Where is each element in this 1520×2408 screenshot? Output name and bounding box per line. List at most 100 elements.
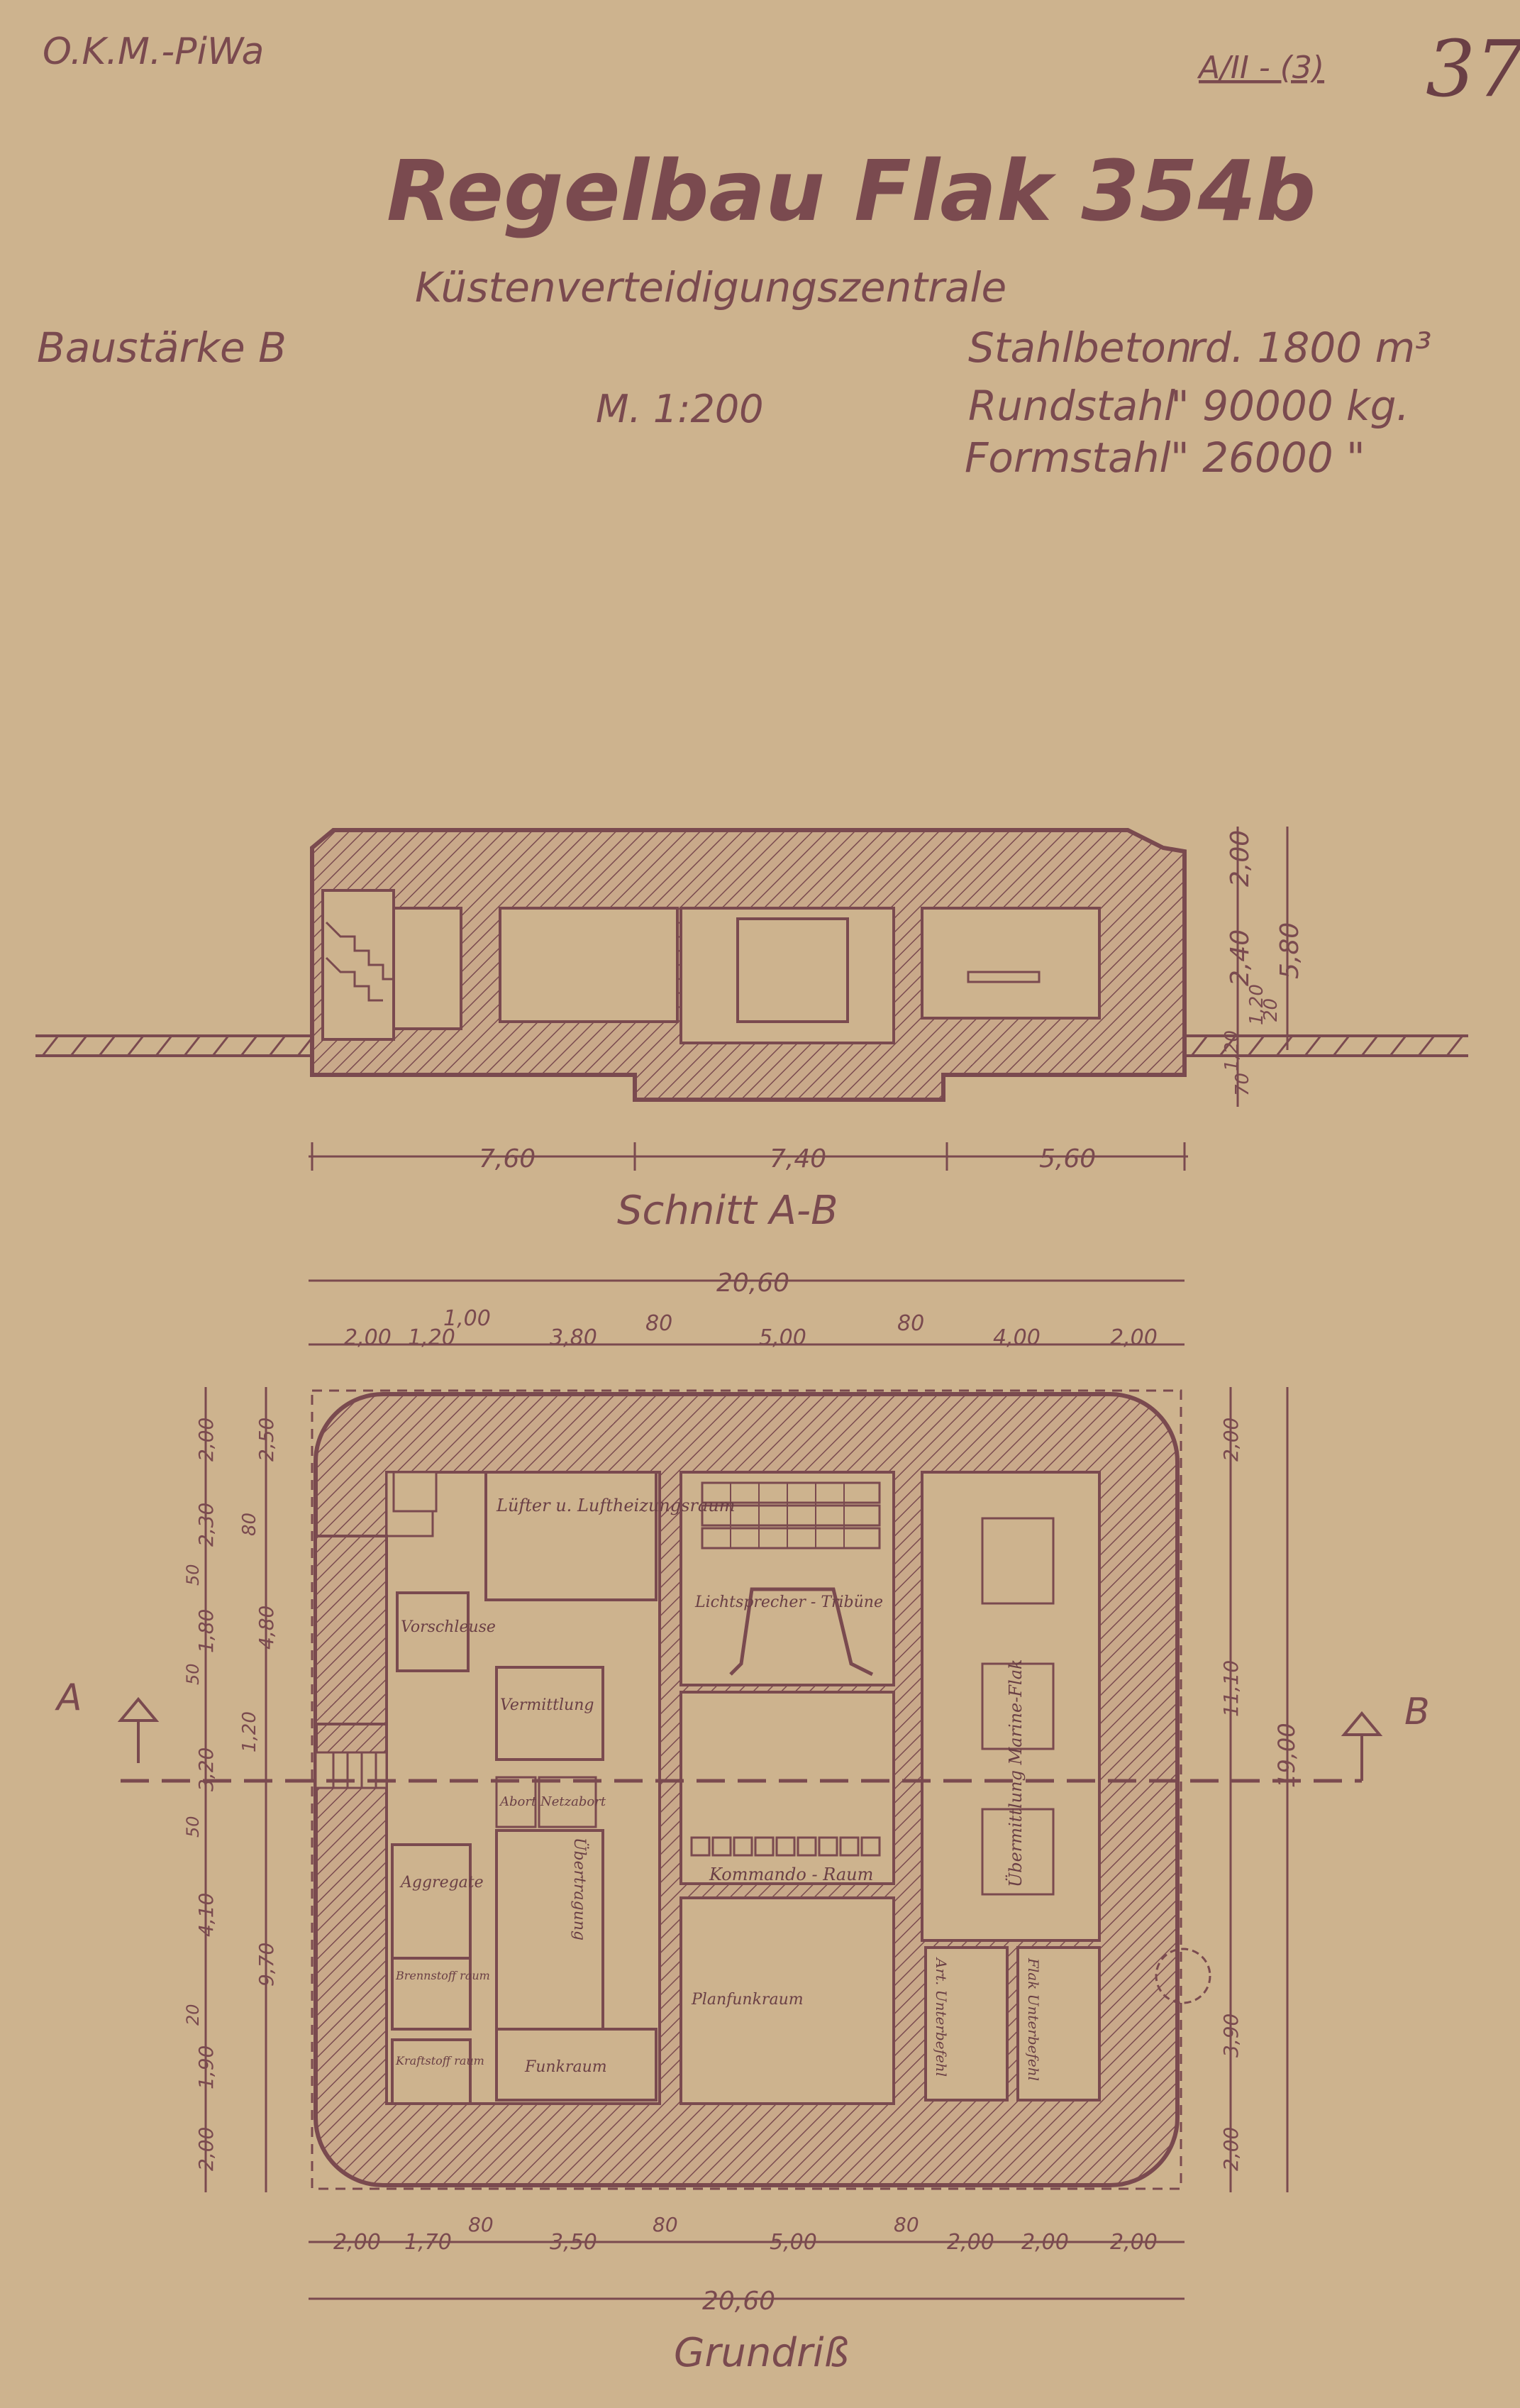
ground-line-left (35, 1034, 319, 1057)
section-dim-bottom: 5,60 (1039, 1144, 1096, 1173)
plan-left-dim: 1,80 (194, 1609, 218, 1653)
plan-top-dim: 4,00 (993, 1325, 1041, 1350)
plan-table (981, 1517, 1055, 1605)
sheet-reference: A/II - (3) (1197, 50, 1324, 86)
construction-strength: Baustärke B (37, 324, 287, 372)
plan-wall-block (314, 1535, 388, 1725)
plan-left-dim: 50 (183, 1564, 203, 1586)
plan-room-toilet (495, 1776, 537, 1828)
plan-right-dim: 19,00 (1273, 1723, 1300, 1788)
plan-bottom-dim: 80 (894, 2213, 919, 2236)
plan-bottom-dim: 2,00 (947, 2230, 994, 2255)
room-label: Planfunkraum (691, 1991, 804, 2009)
plan-room-transmission (495, 1829, 604, 2031)
section-total-height: 5,80 (1275, 922, 1304, 979)
section-drawing: 2,00 2,40 1,20 20 1,20 70 5,80 7,60 7,40… (35, 827, 1468, 1234)
room-label: Übermittlung Marine-Flak (1005, 1659, 1026, 1887)
plan-shaft (392, 1471, 438, 1513)
plan-bottom-total: 20,60 (702, 2287, 775, 2316)
section-mark-a: A (55, 1677, 82, 1719)
plan-room-fuel2 (391, 2038, 472, 2105)
room-label: Aggregate (399, 1874, 484, 1891)
office-code: O.K.M.-PiWa (43, 31, 264, 73)
section-dim-right: 20 (1260, 998, 1282, 1022)
room-label: Kraftstoff raum (395, 2054, 484, 2067)
plan-bottom-dim: 5,00 (770, 2230, 817, 2255)
plan-top-dim: 1,20 (408, 1325, 455, 1350)
section-table (967, 971, 1041, 983)
plan-room-marine-flak (921, 1471, 1101, 1942)
sheet-number: 37 (1426, 23, 1520, 114)
plan-left-dim: 50 (183, 1663, 203, 1685)
room-label: Funkraum (524, 2058, 607, 2076)
plan-right-dim: 11,10 (1219, 1660, 1243, 1717)
room-labels: Lüfter u. Luftheizungsraum Vorschleuse V… (395, 1496, 1042, 2081)
section-arrow-b (1341, 1711, 1383, 1736)
plan-room-fan (484, 1471, 658, 1601)
plan-table (981, 1808, 1055, 1896)
room-label: Abort (499, 1794, 537, 1809)
drawing-scale: M. 1:200 (596, 387, 764, 431)
room-label: Übertragung (570, 1838, 589, 1940)
plan-tribune-seats (701, 1481, 881, 1550)
plan-room-switchboard (495, 1666, 604, 1761)
plan-top-dim: 2,00 (344, 1325, 392, 1350)
plan-room-fuel (391, 1957, 472, 2031)
quantity-label: Formstahl (965, 433, 1171, 482)
plan-top-dim: 5,00 (759, 1325, 806, 1350)
room-label: Netzabort (540, 1794, 606, 1809)
room-label: Brennstoff raum (395, 1969, 490, 1982)
section-lock (392, 907, 462, 1030)
plan-command-desks (690, 1836, 881, 1857)
drawing-subtitle: Küstenverteidigungszentrale (415, 263, 1006, 311)
plan-bottom-dim: 2,00 (333, 2230, 381, 2255)
plan-right-dim: 2,00 (1219, 1418, 1243, 1462)
plan-room-toilet2 (538, 1776, 597, 1828)
section-dim-bottom: 7,60 (479, 1144, 536, 1173)
material-quantities: Stahlbeton rd. 1800 m³ Rundstahl " 90000… (965, 324, 1431, 482)
plan-left-dim: 4,80 (255, 1606, 278, 1650)
section-mark-b: B (1404, 1691, 1430, 1733)
quantity-label: Stahlbeton (968, 324, 1192, 372)
plan-left-dim: 50 (183, 1816, 203, 1838)
plan-top-dim: 1,00 (443, 1306, 491, 1331)
section-dim-right: 2,00 (1226, 830, 1255, 887)
room-label: Lüfter u. Luftheizungsraum (496, 1496, 735, 1515)
plan-left-dim: 2,00 (194, 2127, 218, 2171)
plan-room-aggregates (391, 1843, 472, 1960)
room-label: Flak Unterbefehl (1025, 1957, 1042, 2081)
plan-left-dim: 3,20 (194, 1747, 218, 1791)
plan-top-dim: 2,00 (1110, 1325, 1158, 1350)
quantity-value: " 26000 " (1170, 433, 1365, 482)
plan-bottom-dim: 3,50 (550, 2230, 597, 2255)
plan-bottom-dim: 80 (468, 2213, 494, 2236)
plan-top-total: 20,60 (716, 1269, 789, 1298)
plan-left-dim: 9,70 (255, 1943, 278, 1987)
section-room (499, 907, 679, 1023)
plan-top-dim: 80 (897, 1311, 924, 1336)
quantity-label: Rundstahl (968, 382, 1175, 430)
section-dim-bottom: 7,40 (770, 1144, 826, 1173)
room-label: Vorschleuse (401, 1618, 496, 1636)
plan-top-dim: 3,80 (550, 1325, 597, 1350)
plan-left-dim: 4,10 (194, 1893, 218, 1937)
plan-left-dim: 20 (183, 2004, 203, 2026)
plan-left-dim: 2,50 (255, 1418, 278, 1462)
plan-left-dim: 1,20 (239, 1711, 260, 1752)
plan-periscope (1155, 1948, 1211, 2004)
plan-bottom-dim: 80 (653, 2213, 678, 2236)
plan-bottom-dim: 2,00 (1021, 2230, 1069, 2255)
room-label: Vermittlung (500, 1696, 594, 1714)
drawing-title: Regelbau Flak 354b (387, 142, 1316, 240)
plan-left-dim: 2,00 (194, 1418, 218, 1462)
plan-left-dim: 2,30 (194, 1503, 218, 1547)
section-dim-right: 1,20 (1246, 984, 1267, 1025)
plan-right-dim: 2,00 (1219, 2127, 1243, 2171)
plan-left-dim: 1,90 (194, 2045, 218, 2089)
ground-line-right (1181, 1034, 1468, 1057)
plan-footprint-outline (311, 1389, 1182, 2190)
plan-right-dim: 3,90 (1219, 2014, 1243, 2058)
plan-top-dim: 80 (645, 1311, 672, 1336)
plan-room-flak-command (1016, 1946, 1101, 2102)
